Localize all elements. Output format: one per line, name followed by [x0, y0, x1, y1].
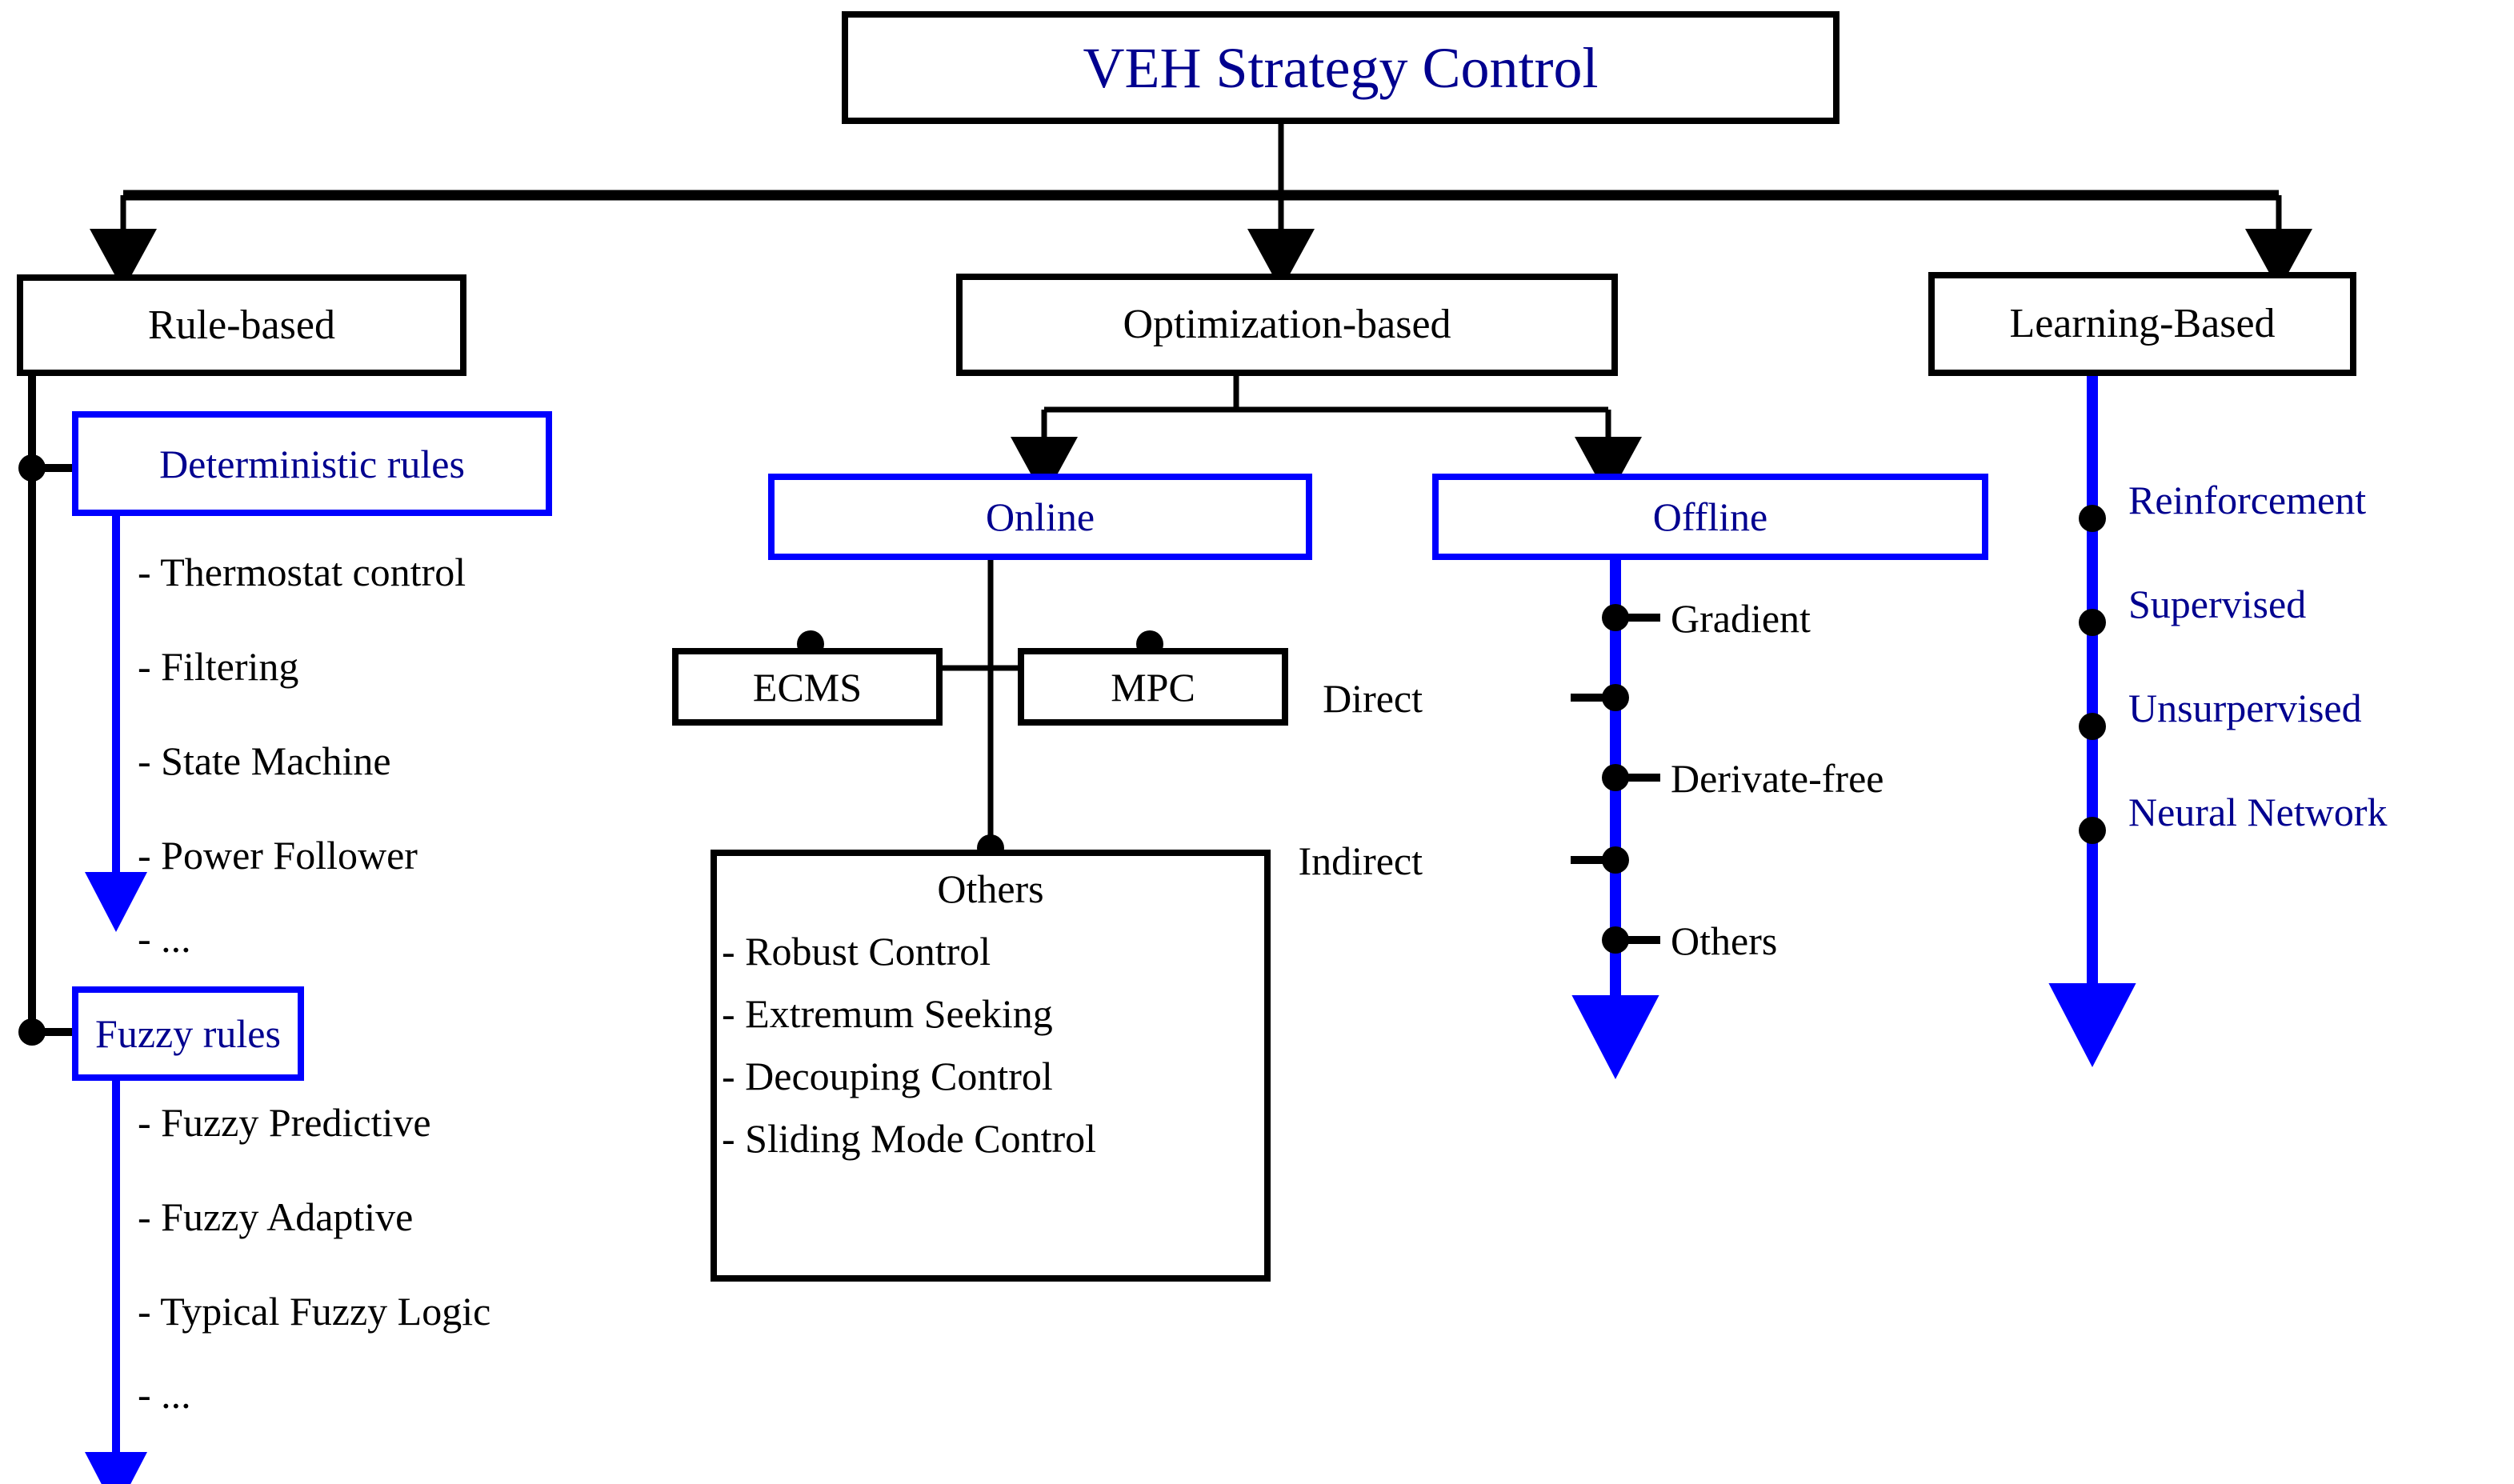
learning-node-neural-network: Neural Network — [2128, 790, 2388, 834]
panel-online-others[interactable]: Others - Robust Control - Extremum Seeki… — [711, 850, 1271, 1282]
connector-root-to-bus — [90, 124, 2312, 290]
node-deterministic-rules-label: Deterministic rules — [159, 441, 465, 486]
list-item: - Extremum Seeking — [722, 991, 1053, 1036]
node-rule-based[interactable]: Rule-based — [17, 274, 466, 376]
list-item: - Filtering — [138, 644, 299, 689]
node-rule-based-label: Rule-based — [148, 302, 335, 348]
list-item: - ... — [138, 916, 191, 961]
node-mpc[interactable]: MPC — [1018, 648, 1288, 726]
list-item: - Fuzzy Predictive — [138, 1100, 431, 1145]
node-offline[interactable]: Offline — [1432, 474, 1988, 560]
offline-node-derivate-free: Derivate-free — [1671, 756, 1884, 801]
node-optimization-based[interactable]: Optimization-based — [956, 274, 1618, 376]
node-mpc-label: MPC — [1111, 664, 1195, 710]
node-learning-based[interactable]: Learning-Based — [1928, 272, 2356, 376]
list-item: - Decouping Control — [722, 1054, 1053, 1098]
connector-learning-spine — [2048, 376, 2136, 1067]
learning-node-unsurpervised: Unsurpervised — [2128, 686, 2362, 730]
list-item: - Sliding Mode Control — [722, 1116, 1097, 1161]
list-item: - Fuzzy Adaptive — [138, 1194, 414, 1239]
list-item: - Robust Control — [722, 929, 991, 974]
node-fuzzy-rules-label: Fuzzy rules — [95, 1011, 281, 1056]
list-item: - Typical Fuzzy Logic — [138, 1289, 491, 1334]
connector-rule-based-spine — [18, 376, 74, 1046]
offline-node-direct: Direct — [1323, 676, 1423, 721]
node-root[interactable]: VEH Strategy Control — [842, 11, 1839, 124]
node-online[interactable]: Online — [768, 474, 1312, 560]
list-item: - ... — [138, 1372, 191, 1417]
connector-optimization-fork — [1011, 376, 1642, 498]
node-offline-label: Offline — [1652, 494, 1768, 539]
node-ecms-label: ECMS — [752, 664, 863, 710]
node-root-label: VEH Strategy Control — [1083, 35, 1599, 100]
node-learning-based-label: Learning-Based — [2009, 301, 2276, 346]
panel-online-others-title: Others — [937, 866, 1044, 911]
offline-node-indirect: Indirect — [1298, 838, 1423, 883]
learning-node-supervised: Supervised — [2128, 582, 2307, 626]
offline-node-gradient: Gradient — [1671, 596, 1811, 641]
node-fuzzy-rules[interactable]: Fuzzy rules — [72, 986, 304, 1081]
panel-online-others-list: - Robust Control - Extremum Seeking - De… — [717, 931, 1264, 1158]
node-ecms[interactable]: ECMS — [672, 648, 943, 726]
node-deterministic-rules[interactable]: Deterministic rules — [72, 411, 552, 516]
connector-offline-spine — [1571, 560, 1660, 1079]
offline-node-others: Others — [1671, 918, 1778, 963]
list-item: - Power Follower — [138, 833, 418, 878]
node-optimization-based-label: Optimization-based — [1123, 302, 1451, 347]
list-item: - State Machine — [138, 738, 391, 783]
node-online-label: Online — [985, 494, 1095, 539]
list-item: - Thermostat control — [138, 550, 466, 594]
learning-node-reinforcement: Reinforcement — [2128, 478, 2367, 522]
